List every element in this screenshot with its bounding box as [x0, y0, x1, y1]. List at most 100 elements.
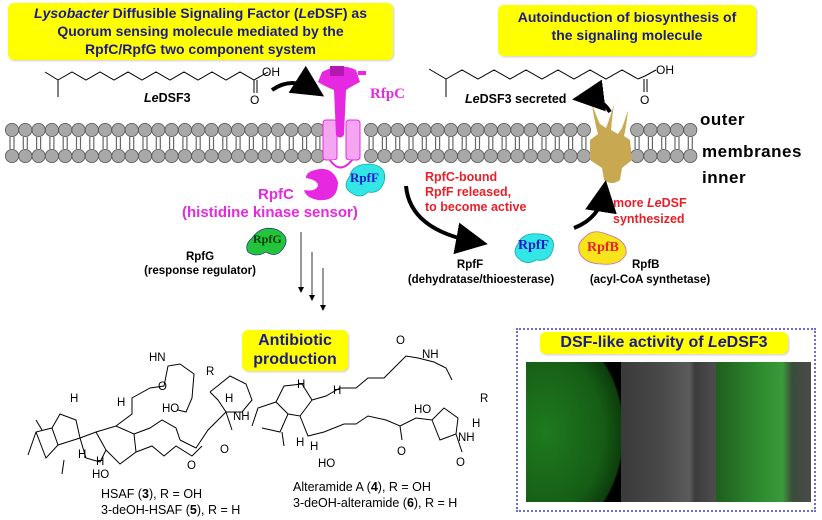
- lipid-head: [204, 148, 219, 163]
- lipid-head: [284, 123, 299, 138]
- more-text: more: [613, 196, 648, 210]
- dsf-activity-panel: DSF-like activity of LeDSF3: [516, 328, 816, 512]
- lipid-head: [217, 148, 232, 163]
- arrow-secreted: [572, 79, 612, 114]
- microscopy-green-fluorescence: [526, 362, 621, 502]
- lipid-head: [111, 148, 126, 163]
- lipid-head: [470, 123, 485, 138]
- alteramide-atom-labels: O NH R H H HO H NH H H O O HO: [296, 335, 488, 470]
- antibiotic-production-box: Antibiotic production: [242, 330, 348, 371]
- lipid-head: [630, 148, 645, 163]
- rpff-free-blob: [514, 233, 554, 263]
- dsf-activity-title: DSF-like activity of LeDSF3: [540, 332, 788, 354]
- lipid-head: [191, 148, 206, 163]
- caption-text: ), R = OH: [377, 480, 431, 494]
- caption-text: 3-deOH-HSAF (: [101, 503, 190, 517]
- lipid-head: [5, 148, 19, 163]
- lipid-head: [457, 123, 472, 138]
- lipid-head: [430, 148, 445, 163]
- hsaf-atom-labels: HN O R H H HO H NH H H O O HO: [70, 352, 250, 481]
- title-line-1: Lysobacter Diffusible Signaling Factor (…: [8, 4, 393, 22]
- microscopy-merged: [716, 362, 811, 502]
- lipid-head: [151, 123, 166, 138]
- ledsf3-left-o: O: [250, 93, 259, 107]
- atom-o: O: [456, 457, 465, 469]
- release-note-line-2: RpfF released,: [425, 185, 512, 199]
- lipid-head: [656, 123, 671, 138]
- ledsf3-left-label: LeDSF3: [144, 91, 191, 105]
- atom-h: H: [117, 397, 125, 409]
- rpfc-name: RpfC: [258, 186, 294, 203]
- lipid-head: [124, 148, 139, 163]
- lipid-head: [151, 148, 166, 163]
- atom-ho: HO: [162, 403, 179, 415]
- lipid-head: [177, 148, 192, 163]
- lipid-head: [550, 148, 565, 163]
- atom-h: H: [310, 441, 318, 453]
- release-note-line-1: RpfC-bound: [425, 170, 498, 184]
- lipid-head: [257, 123, 272, 138]
- lipid-head: [390, 148, 405, 163]
- antibiotic-line-1: Antibiotic: [258, 332, 332, 349]
- lipid-head: [510, 123, 525, 138]
- rpfb-blob-label: RpfB: [587, 240, 619, 255]
- atom-h: H: [297, 379, 305, 391]
- lipid-head: [417, 148, 432, 163]
- lipid-head: [483, 148, 498, 163]
- atom-nh: NH: [233, 411, 250, 423]
- lipid-head: [164, 123, 179, 138]
- atom-ho: HO: [92, 469, 109, 481]
- microscopy-brightfield: [621, 362, 716, 502]
- ledsf3-left-oh: OH: [262, 65, 280, 79]
- lipid-head: [284, 148, 299, 163]
- lipid-head: [244, 123, 259, 138]
- autoinduction-line-1: Autoinduction of biosynthesis of: [517, 9, 737, 25]
- more-italic: Le: [647, 196, 662, 210]
- lipid-head: [297, 148, 312, 163]
- lipid-head: [58, 123, 73, 138]
- lipid-head: [576, 148, 591, 163]
- ledsf3-structure-left: [44, 71, 269, 97]
- rpfg-name: RpfG: [185, 251, 215, 263]
- compound-number: 3: [141, 487, 149, 501]
- rpff-free-blob-label: RpfF: [518, 238, 550, 253]
- rpfb-blob: [578, 231, 627, 265]
- lipid-head: [364, 123, 379, 138]
- lipid-head: [563, 148, 578, 163]
- title-italic: Le: [708, 334, 727, 351]
- rpfg-blob: [246, 227, 287, 256]
- atom-o: O: [158, 381, 167, 393]
- lipid-head: [497, 148, 512, 163]
- title-box-autoinduction: Autoinduction of biosynthesis of the sig…: [498, 5, 756, 56]
- title-text: Diffusible Signaling Factor (: [108, 5, 299, 21]
- label-italic: Le: [144, 91, 159, 105]
- lipid-head: [98, 148, 113, 163]
- rpfb-name: RpfB: [632, 259, 660, 271]
- more-end: DSF: [661, 196, 687, 210]
- lipid-head: [656, 148, 671, 163]
- lipid-head: [457, 148, 472, 163]
- atom-h: H: [333, 385, 341, 397]
- lipid-head: [537, 123, 552, 138]
- alteramide-caption: Alteramide A (4), R = OH 3-deOH-alterami…: [293, 479, 457, 511]
- ledsf3-right-oh: OH: [656, 63, 674, 77]
- caption-text: ), R = H: [413, 496, 458, 510]
- atom-h: H: [296, 437, 304, 449]
- lipid-head: [164, 148, 179, 163]
- hsaf-caption-line-2: 3-deOH-HSAF (5), R = H: [101, 502, 240, 518]
- membrane-label: membranes: [702, 142, 802, 161]
- arrow-rpff-release: [404, 185, 488, 255]
- lipid-head: [137, 123, 152, 138]
- membrane-inner-label: inner: [702, 168, 747, 187]
- lipid-head: [84, 123, 99, 138]
- lipid-head: [483, 123, 498, 138]
- ledsf3-secreted-label: LeDSF3 secreted: [465, 92, 566, 106]
- antibiotic-line-2: production: [253, 351, 337, 368]
- lipid-head: [177, 123, 192, 138]
- lipid-head: [71, 148, 86, 163]
- arrow-ledsf3-to-rfpc: [270, 65, 325, 97]
- lipid-head: [670, 123, 685, 138]
- caption-text: ), R = H: [196, 503, 241, 517]
- lipid-head: [510, 148, 525, 163]
